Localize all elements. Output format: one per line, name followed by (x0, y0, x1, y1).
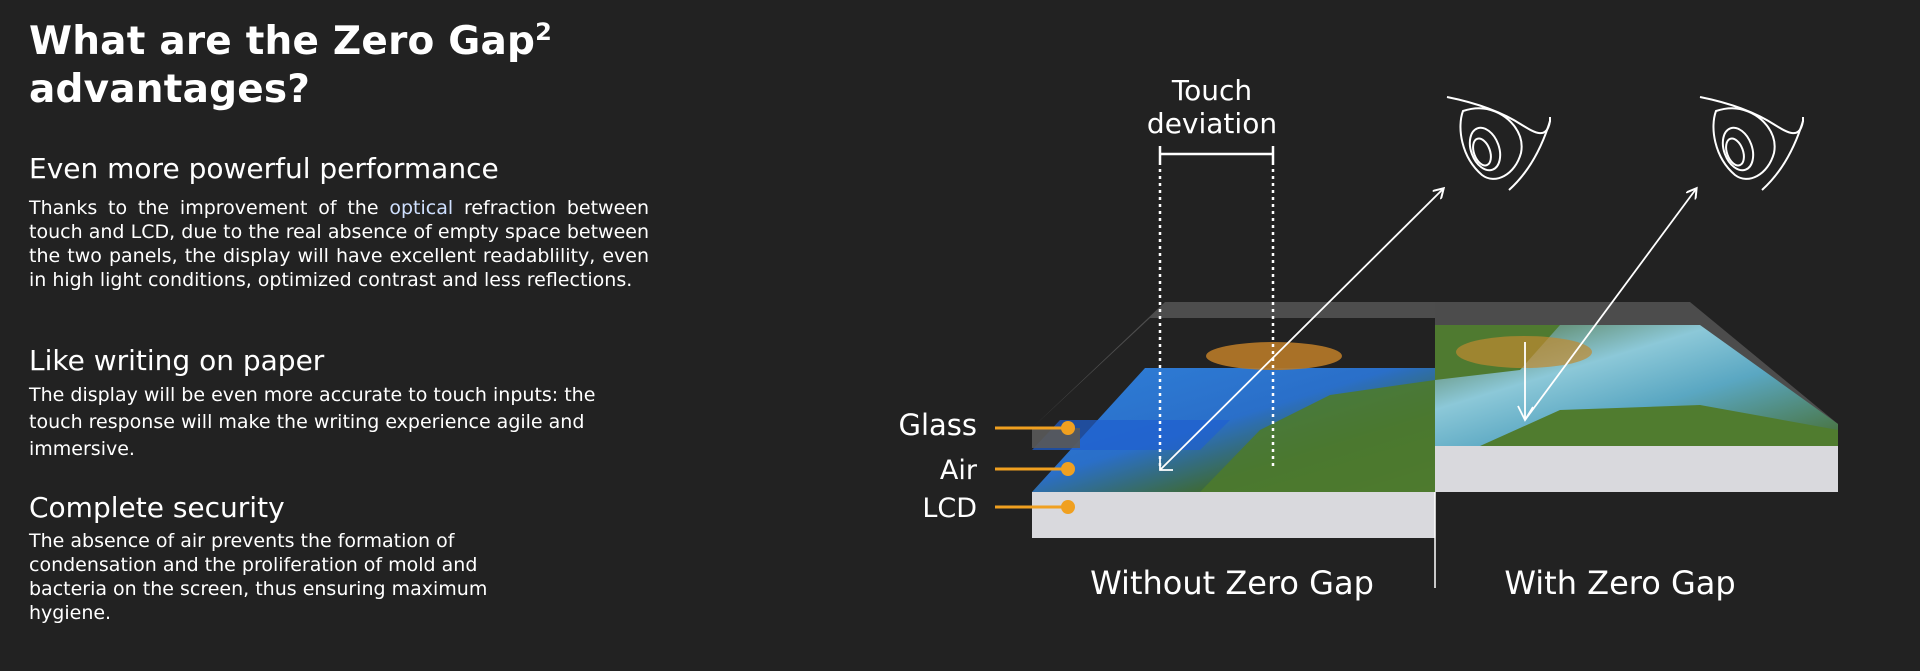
lcd-label: LCD (922, 493, 977, 524)
section-performance: Even more powerful performance Thanks to… (29, 152, 649, 292)
page-title: What are the Zero Gap2 advantages? (29, 18, 669, 114)
section-writing: Like writing on paper The display will b… (29, 344, 649, 463)
lcd-layer-right (1435, 446, 1838, 492)
section-title: Complete security (29, 491, 285, 524)
glass-pointer-dot (1061, 421, 1075, 435)
sight-arrow-left (1159, 189, 1443, 471)
section-text-part2: refraction between touch and LCD, due to… (29, 197, 649, 291)
touch-deviation-label-line2: deviation (1147, 107, 1277, 140)
section-title: Like writing on paper (29, 344, 325, 377)
caption-with-zero-gap: With Zero Gap (1504, 564, 1735, 602)
air-label: Air (940, 455, 978, 486)
glass-layer-left (1032, 302, 1435, 428)
page-title-line1: What are the Zero Gap (29, 19, 536, 64)
section-text: The display will be even more accurate t… (29, 384, 596, 460)
land-right-bottom (1480, 405, 1838, 446)
caption-without-zero-gap: Without Zero Gap (1090, 564, 1374, 602)
air-band-left (1032, 420, 1230, 450)
touch-deviation-label-line1: Touch (1171, 74, 1252, 107)
section-text-part1: Thanks to the improvement of the (29, 197, 390, 219)
lcd-pointer-dot (1061, 500, 1075, 514)
sight-arrow-left-head (1159, 457, 1173, 471)
glass-label: Glass (898, 408, 977, 442)
land-left (1200, 380, 1435, 492)
section-text-highlight: optical (389, 197, 454, 219)
section-text: Thanks to the improvement of the optical… (29, 196, 649, 292)
eye-icon (1699, 96, 1804, 191)
section-title: Even more powerful performance (29, 152, 499, 185)
text-column: What are the Zero Gap2 advantages? Even … (29, 18, 669, 624)
touch-spot-right (1456, 336, 1592, 368)
lcd-layer-left (1032, 492, 1435, 538)
page-title-line2: advantages? (29, 67, 311, 112)
sight-arrow-right (1524, 189, 1696, 421)
air-pointer-dot (1061, 462, 1075, 476)
section-text: The absence of air prevents the formatio… (29, 530, 488, 624)
section-security: Complete security The absence of air pre… (29, 491, 649, 625)
eye-icon (1446, 96, 1551, 191)
sight-arrow-right-head (1517, 405, 1534, 422)
page-title-superscript: 2 (535, 18, 553, 46)
